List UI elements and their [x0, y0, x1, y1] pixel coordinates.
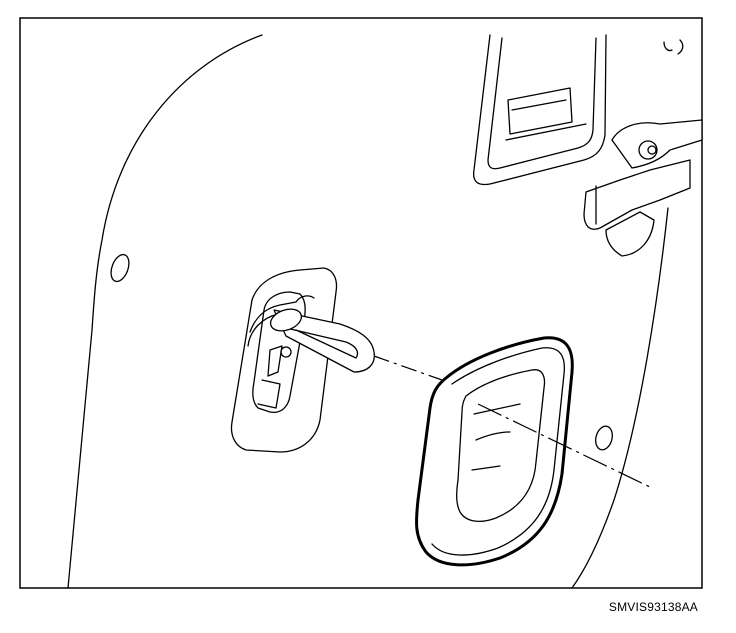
door-pull-cup	[472, 34, 607, 186]
alignment-line-upper	[373, 355, 443, 381]
figure-border	[19, 17, 703, 589]
door-panel-right-edge	[571, 207, 669, 589]
figure-caption: SMVIS93138AA	[608, 600, 698, 614]
screw-hole-top	[663, 41, 673, 52]
screw-hole-right	[595, 425, 613, 451]
door-panel-outline	[67, 34, 263, 589]
strap-bracket	[230, 267, 375, 453]
grab-cup	[414, 336, 574, 567]
inside-door-handle	[583, 119, 703, 257]
screw-hole-left	[110, 253, 130, 283]
